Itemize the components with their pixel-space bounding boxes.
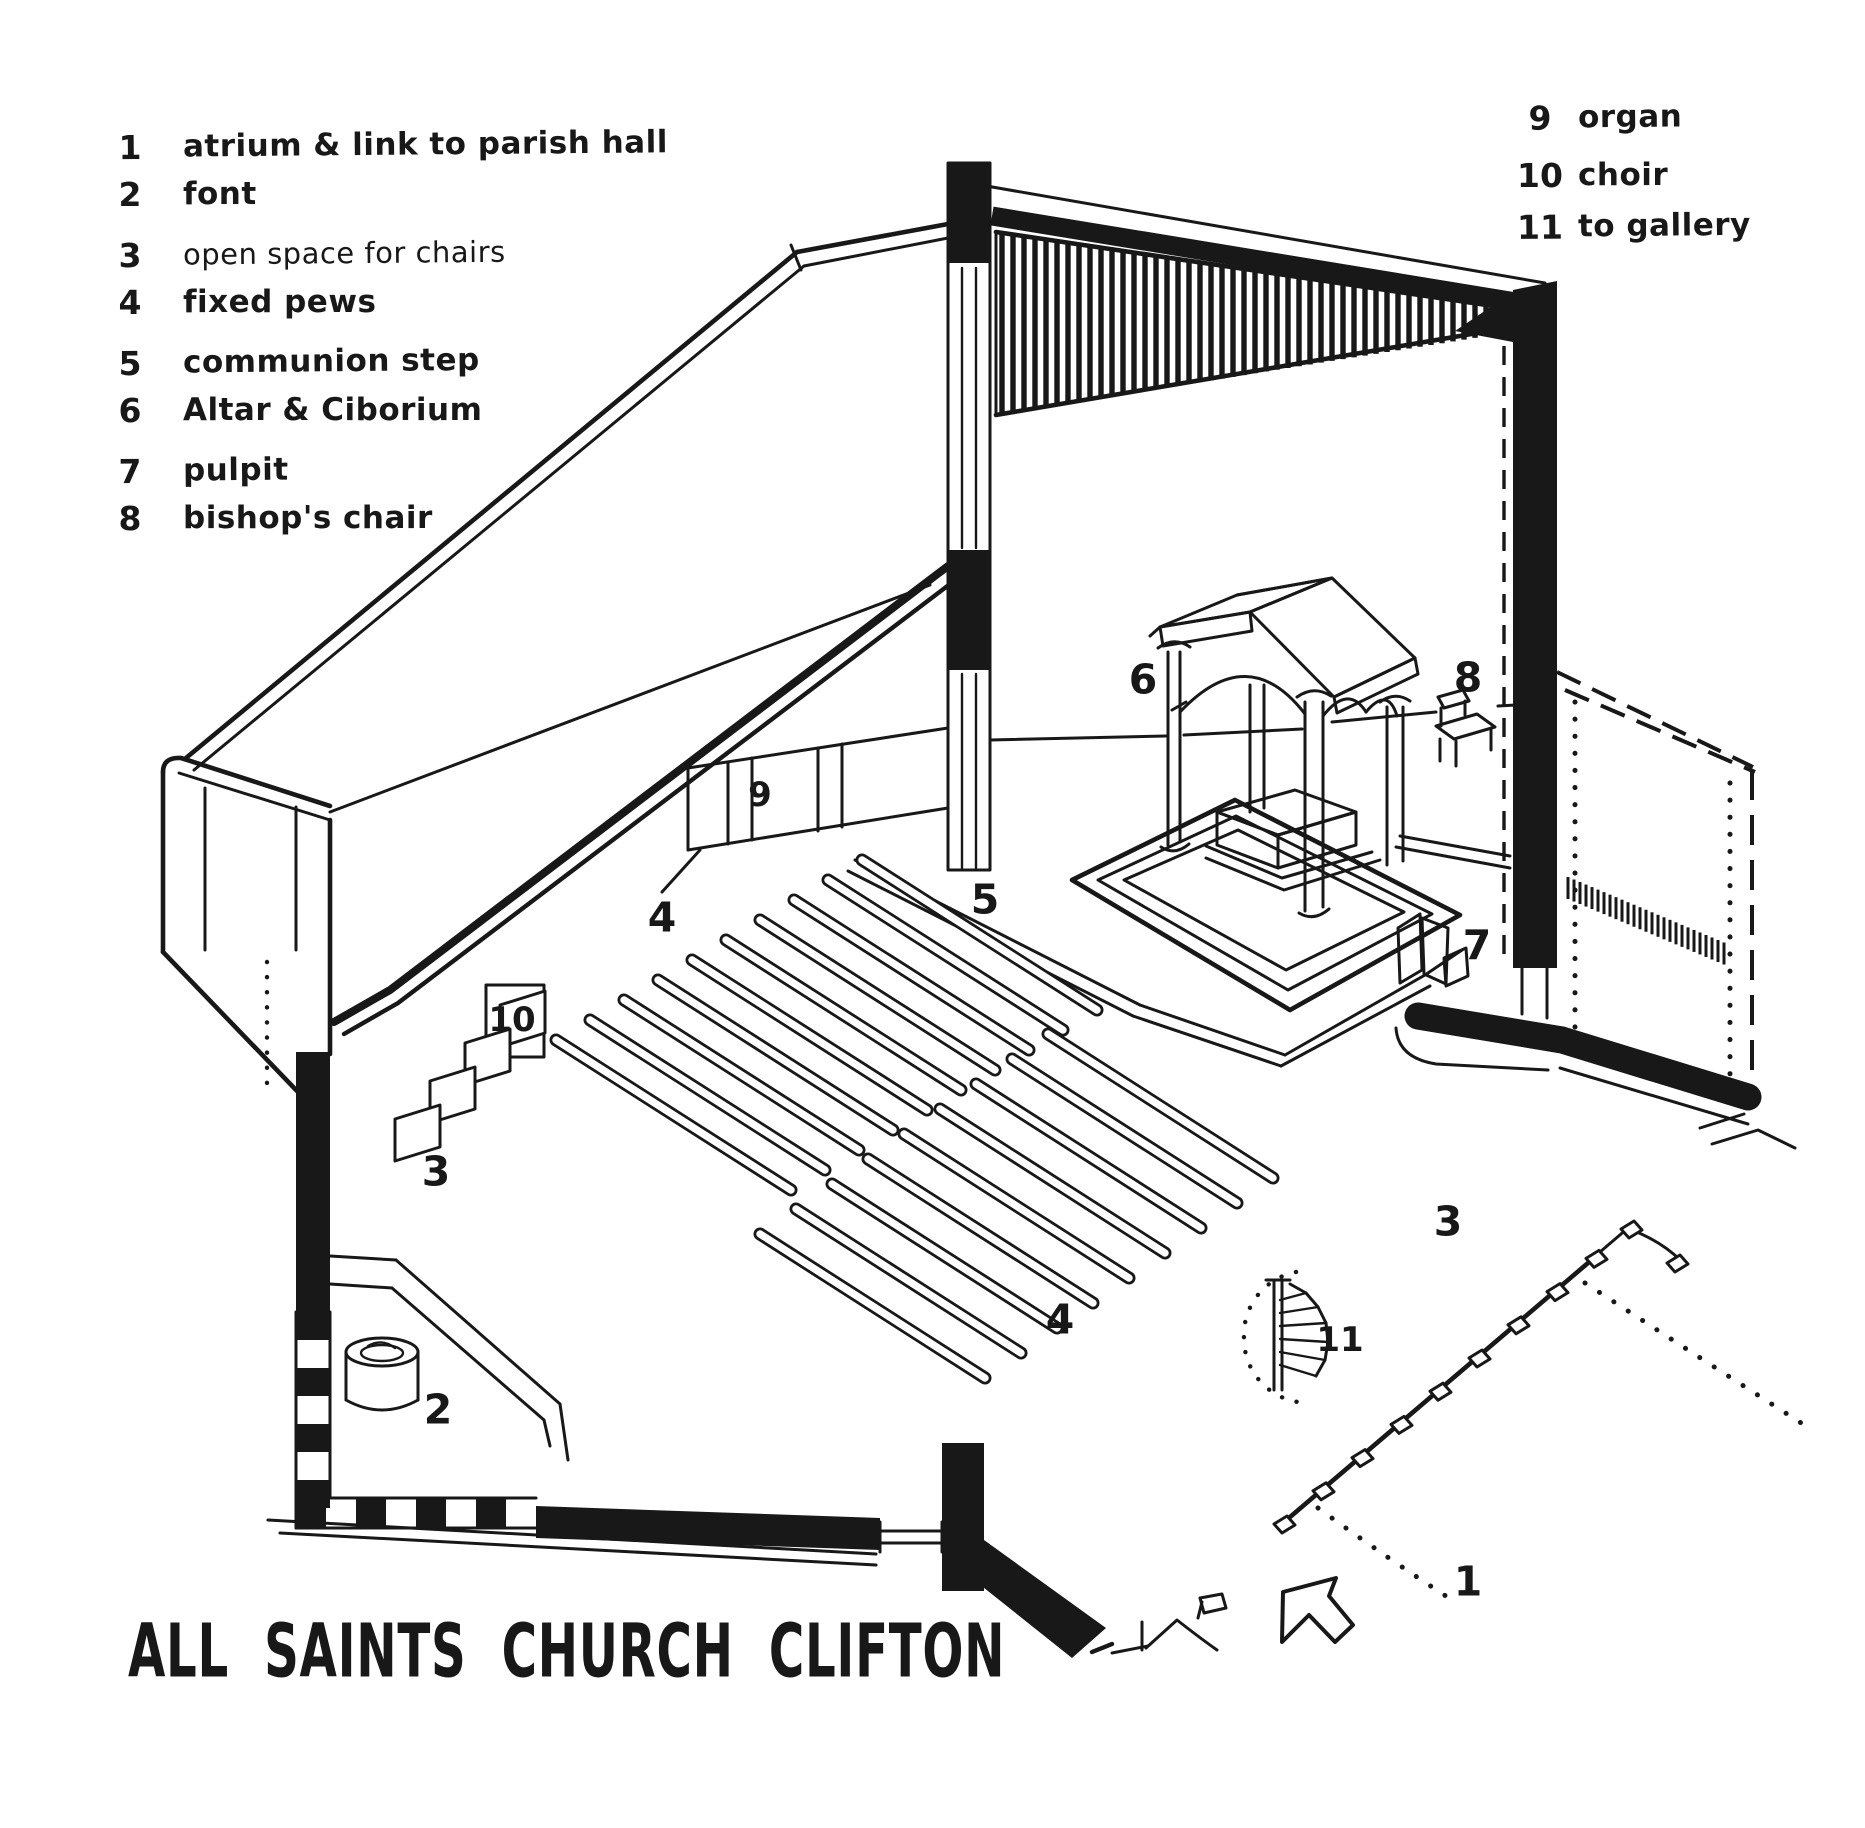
choir-steps	[393, 983, 547, 1163]
pulpit	[1396, 912, 1470, 988]
spiral-stair	[1241, 1269, 1330, 1405]
east-wall-roof-triangle	[1455, 292, 1513, 342]
legend-num: 10	[1517, 155, 1563, 195]
drawing-label-4: 4	[1045, 1295, 1075, 1344]
legend-item-10: 10 choir	[0, 152, 1865, 198]
drawing-label-1: 1	[1453, 1557, 1483, 1606]
ciborium	[1069, 576, 1463, 1013]
drawing-label-3: 3	[1433, 1197, 1463, 1246]
ciborium-roof	[1148, 576, 1420, 715]
paths-dotted	[1315, 1280, 1815, 1603]
drawing-label-10: 10	[488, 1000, 536, 1040]
drawing-label-5: 5	[970, 875, 1000, 924]
sign-symbol	[1110, 1592, 1228, 1655]
south-wall-and-entrance	[266, 1443, 1355, 1658]
path-to-east	[1582, 1280, 1815, 1433]
clerestory	[950, 178, 1547, 418]
pews-upper-block	[549, 853, 1104, 1197]
path-to-atrium	[1315, 1505, 1455, 1603]
legend-num: 7	[118, 451, 142, 491]
aisle-roof-and-eave	[328, 562, 957, 1037]
drawing-label-6: 6	[1128, 655, 1158, 704]
ciborium-columns	[1156, 640, 1412, 919]
drawing-title: ALL SAINTS CHURCH CLIFTON	[128, 1608, 1006, 1695]
font-drawing	[344, 1336, 420, 1412]
legend-label: choir	[1578, 157, 1669, 193]
legend-item-8: 8 bishop's chair	[0, 495, 1865, 541]
spine-column	[946, 161, 992, 872]
baptistery	[328, 1254, 570, 1462]
drawing-label-7: 7	[1462, 921, 1492, 970]
sanctuary-south-wall	[1394, 1002, 1762, 1126]
legend-item-4: 4 fixed pews	[0, 279, 1865, 325]
pews-lower-block	[753, 1027, 1280, 1385]
atrium-wall	[1272, 1219, 1690, 1535]
nave-west-wall	[294, 1052, 538, 1530]
platform-inner	[1122, 828, 1406, 972]
checker-wall	[296, 1312, 506, 1528]
drawing-label-2: 2	[423, 1385, 453, 1434]
legend-label: Altar & Ciborium	[183, 392, 483, 428]
gallery-swing-dots	[1241, 1269, 1301, 1405]
future-extension-hatching	[1566, 877, 1726, 965]
entrance-canted-wall	[944, 1540, 1106, 1658]
legend-label: bishop's chair	[183, 500, 433, 536]
legend-num: 8	[118, 498, 142, 538]
ciborium-arches	[1170, 675, 1399, 718]
drawing-label-8: 8	[1453, 653, 1483, 702]
nave-roof	[183, 221, 951, 772]
entrance-arrow	[1280, 1576, 1355, 1644]
west-end-wall	[160, 755, 333, 1095]
legend-label: fixed pews	[183, 284, 377, 320]
drawing-label-11: 11	[1316, 1320, 1364, 1360]
legend-num: 5	[118, 343, 142, 383]
legend-item-6: 6 Altar & Ciborium	[0, 387, 1865, 433]
chancel-floor-lines	[988, 703, 1518, 742]
platform-middle	[1096, 814, 1434, 992]
organ-gallery	[660, 726, 950, 894]
legend-num: 11	[1516, 206, 1564, 247]
drawing-label-3: 3	[421, 1147, 451, 1196]
legend-num: 4	[118, 282, 142, 322]
legend-num: 9	[1528, 98, 1552, 138]
legend-label: to gallery	[1577, 206, 1751, 245]
legend-label: communion step	[182, 341, 480, 381]
altar	[1204, 788, 1382, 892]
spiral-treads	[1278, 1282, 1330, 1378]
drawing-label-9: 9	[748, 775, 772, 815]
future-extension	[1556, 670, 1797, 1150]
legend-num: 2	[118, 174, 142, 214]
legend-item-2: 2 font	[0, 171, 1865, 217]
legend-label: font	[183, 176, 257, 212]
bishops-chair	[1434, 688, 1497, 768]
drawing-label-4: 4	[647, 893, 677, 942]
atrium-wall-mullions	[1272, 1219, 1690, 1535]
legend-label: pulpit	[182, 451, 289, 489]
legend-label: organ	[1577, 98, 1683, 136]
legend-num: 6	[118, 390, 142, 430]
